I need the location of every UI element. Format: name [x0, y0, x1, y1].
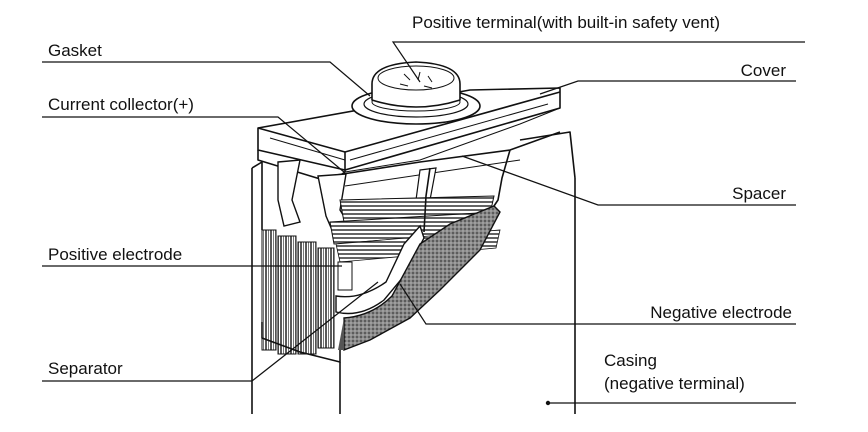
label-cover: Cover [741, 61, 787, 80]
cutaway-tear-edges [251, 149, 511, 363]
label-negative-electrode: Negative electrode [650, 303, 792, 322]
label-separator: Separator [48, 359, 123, 378]
casing-pointer-dot [545, 400, 551, 406]
cover-plate [257, 87, 561, 183]
label-gasket: Gasket [48, 41, 102, 60]
label-casing: Casing [604, 351, 657, 370]
negative-electrode-region [338, 205, 501, 352]
label-casing-negative-terminal: (negative terminal) [604, 374, 745, 393]
positive-electrode-stack [261, 195, 501, 355]
leader-lines [42, 41, 805, 406]
label-positive-electrode: Positive electrode [48, 245, 182, 264]
positive-terminal-cap [371, 61, 461, 108]
label-spacer: Spacer [732, 184, 786, 203]
label-positive-terminal: Positive terminal(with built-in safety v… [412, 13, 720, 32]
casing [251, 131, 576, 414]
label-current-collector: Current collector(+) [48, 95, 194, 114]
